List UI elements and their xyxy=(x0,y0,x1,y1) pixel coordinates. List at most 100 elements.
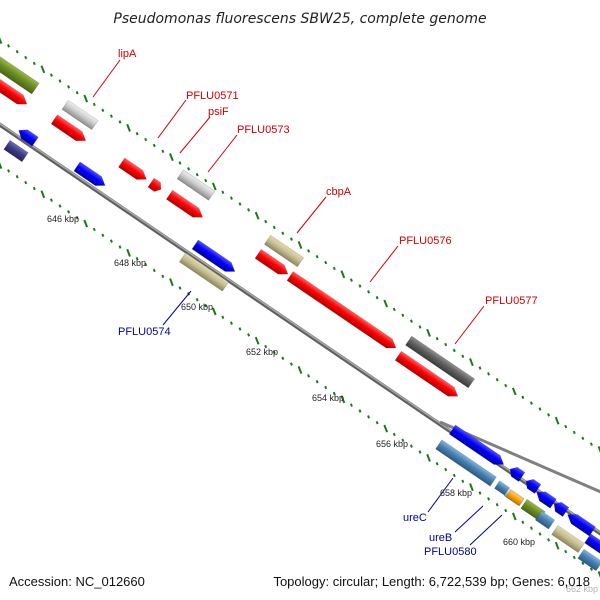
gene-lipA-left-shape xyxy=(0,78,28,105)
gene-blue-f-shape xyxy=(525,479,542,494)
gene-steel-b xyxy=(534,510,556,530)
tick-mark xyxy=(375,421,379,425)
leader-PFLU0573 xyxy=(207,134,238,173)
tick-mark xyxy=(435,462,439,466)
tick-mark xyxy=(511,512,517,521)
tick-mark xyxy=(75,91,79,95)
tick-mark xyxy=(144,262,148,267)
tick-mark xyxy=(461,479,465,483)
tick-mark xyxy=(289,362,293,366)
tick-mark xyxy=(461,354,465,358)
tick-mark xyxy=(32,61,36,66)
gene-red-cbpA-shape xyxy=(254,248,289,275)
gene-PFLU0571-shape xyxy=(118,157,147,180)
tick-track-outer xyxy=(0,37,600,453)
tick-mark xyxy=(264,219,268,224)
gene-label-psiF: psiF xyxy=(208,106,229,118)
gene-olive-partial xyxy=(0,53,40,95)
leader-PFLU0576 xyxy=(369,245,399,283)
leader-PFLU0577 xyxy=(454,305,485,345)
tick-mark xyxy=(504,383,508,388)
tick-mark xyxy=(238,327,242,331)
tick-mark xyxy=(529,526,533,530)
gene-label-PFLU0573: PFLU0573 xyxy=(237,124,290,136)
gene-steel-c-shape xyxy=(577,548,600,572)
scale-label: 652 kbp xyxy=(246,347,278,357)
gene-blue-h-shape xyxy=(553,502,570,517)
tick-mark xyxy=(375,296,379,300)
tick-mark xyxy=(383,424,389,433)
tick-mark xyxy=(118,120,122,124)
tick-mark xyxy=(238,202,242,206)
gene-steel-c xyxy=(577,548,600,572)
gene-blue-i xyxy=(567,514,596,537)
scale-label: 654 kbp xyxy=(312,393,344,403)
tick-mark xyxy=(444,467,448,472)
map-title: Pseudomonas fluorescens SBW25, complete … xyxy=(113,11,486,27)
tick-mark xyxy=(367,290,371,294)
tick-mark xyxy=(564,424,568,429)
tick-mark xyxy=(340,270,346,279)
tick-mark xyxy=(529,401,533,405)
topology-summary: Topology: circular; Length: 6,722,539 bp… xyxy=(273,574,590,589)
tick-mark xyxy=(444,342,448,347)
gene-PFLU0577-shape xyxy=(405,335,475,389)
tick-mark xyxy=(152,268,156,273)
tick-mark xyxy=(7,169,11,173)
tick-mark xyxy=(187,167,191,171)
gene-blue-j xyxy=(584,533,600,555)
gene-blue-c xyxy=(191,239,236,272)
tick-mark xyxy=(554,541,560,550)
tick-mark xyxy=(547,413,551,417)
tick-mark xyxy=(487,497,491,501)
gene-cbpA-shape xyxy=(264,234,304,268)
gene-blue-small-shape xyxy=(18,129,39,147)
tick-mark xyxy=(15,175,19,179)
gene-label-PFLU0580: PFLU0580 xyxy=(424,546,477,558)
gene-red-cbpA xyxy=(254,248,289,275)
gene-PFLU0573-grey xyxy=(176,169,216,201)
tick-mark xyxy=(597,571,600,578)
tick-mark xyxy=(109,239,113,243)
tick-mark xyxy=(426,328,431,337)
tick-mark xyxy=(589,442,593,446)
gene-blue-c-shape xyxy=(191,239,236,272)
tick-mark xyxy=(418,450,422,454)
gene-navy xyxy=(3,139,29,163)
gene-grey-a xyxy=(61,99,99,131)
tick-mark xyxy=(247,208,251,212)
tick-mark xyxy=(589,567,593,571)
tick-mark xyxy=(75,216,79,220)
tick-mark xyxy=(195,173,199,177)
tick-mark xyxy=(315,380,319,384)
tick-mark xyxy=(504,508,508,513)
tick-mark xyxy=(281,356,285,360)
tick-mark xyxy=(383,299,389,308)
gene-khaki-b-shape xyxy=(551,525,585,553)
tick-mark xyxy=(469,358,474,367)
tick-mark xyxy=(101,233,105,237)
gene-blue-d xyxy=(448,424,504,465)
tick-mark xyxy=(109,114,113,118)
tick-mark xyxy=(83,219,89,228)
tick-mark xyxy=(144,137,148,142)
gene-lipA-left xyxy=(0,78,28,105)
tick-mark xyxy=(349,278,353,282)
gene-PFLU0576 xyxy=(286,271,397,349)
tick-mark xyxy=(272,350,276,355)
tick-mark xyxy=(58,79,62,83)
gene-olive-partial-shape xyxy=(0,53,40,95)
tick-mark xyxy=(135,257,139,261)
tick-mark xyxy=(221,190,225,194)
tick-mark xyxy=(367,415,371,419)
tick-mark xyxy=(401,438,405,442)
tick-mark xyxy=(169,278,174,287)
tick-mark xyxy=(264,344,268,349)
tick-mark xyxy=(161,149,165,153)
gene-blue-b xyxy=(73,161,106,186)
features xyxy=(0,53,600,572)
tick-mark xyxy=(495,378,499,382)
tick-mark xyxy=(332,266,336,271)
tick-mark xyxy=(281,231,285,235)
tick-mark xyxy=(452,348,456,353)
